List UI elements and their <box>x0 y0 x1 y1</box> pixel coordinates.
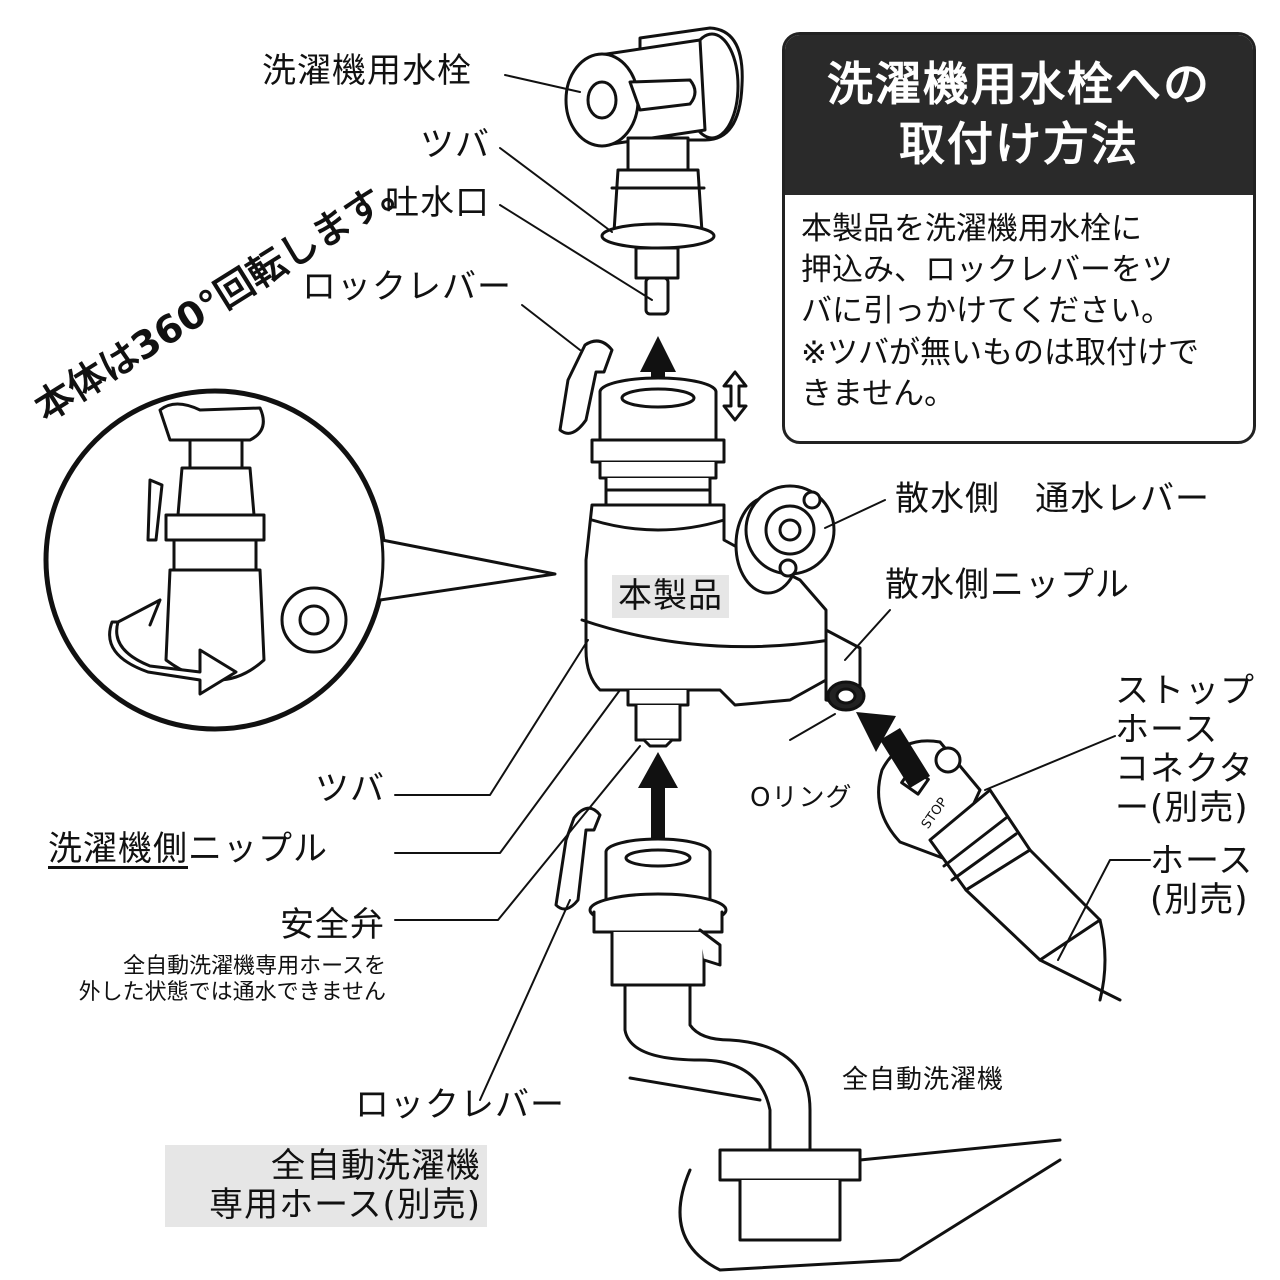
instructions-line: ※ツバが無いものは取付けで <box>801 334 1199 371</box>
washer-hose-coupler <box>554 806 862 1242</box>
hose-label-line: (別売) <box>1150 880 1249 921</box>
instructions-title-line2: 取付け方法 <box>899 117 1139 171</box>
spout-label: 吐水口 <box>385 183 490 223</box>
o-ring-label: Oリング <box>750 783 853 813</box>
safety-valve-label: 安全弁 <box>280 905 385 945</box>
stop-connector-label: ストップ ホース コネクタ ー(別売) <box>1115 671 1255 829</box>
slide-double-arrow <box>722 370 748 422</box>
product-body <box>558 339 866 748</box>
washer-side-suffix: ニップル <box>188 829 328 869</box>
hose-label-line: ホース <box>1150 841 1254 881</box>
washer-label: 全自動洗濯機 <box>842 1065 1005 1095</box>
dedicated-hose-line: 専用ホース(別売) <box>209 1185 481 1226</box>
stop-connector-line: ストップ <box>1115 671 1255 711</box>
washing-machine-faucet <box>564 26 744 316</box>
stop-connector-line: ー(別売) <box>1115 788 1249 829</box>
instructions-text: 本製品を洗濯機用水栓に 押込み、ロックレバーをツ バに引っかけてください。 ※ツ… <box>785 195 1253 415</box>
dedicated-hose-line: 全自動洗濯機 <box>271 1146 481 1186</box>
instructions-line: きません。 <box>801 375 956 412</box>
washing-machine-top <box>628 1076 1062 1272</box>
dedicated-hose-label: 全自動洗濯機 専用ホース(別売) <box>165 1145 487 1228</box>
washer-side-label: 洗濯機側 <box>48 829 188 869</box>
connector-arrow <box>856 712 930 788</box>
safety-note: 全自動洗濯機専用ホースを 外した状態では通水できません <box>46 954 386 1007</box>
instructions-line: バに引っかけてください。 <box>801 293 1173 330</box>
instructions-line: 本製品を洗濯機用水栓に <box>801 211 1142 247</box>
stop-connector-line: コネクタ <box>1115 749 1254 790</box>
faucet-label: 洗濯機用水栓 <box>262 51 472 91</box>
rotation-detail-circle <box>43 388 557 732</box>
lock-lever-bottom-label: ロックレバー <box>355 1085 565 1125</box>
washer-side-nipple-label: 洗濯機側ニップル <box>48 829 328 869</box>
flange-bottom-label: ツバ <box>315 769 385 809</box>
sprinkler-lever-label: 散水側 通水レバー <box>895 479 1210 519</box>
up-arrow-bottom <box>638 752 678 855</box>
lock-lever-top-label: ロックレバー <box>302 267 512 307</box>
stop-connector-line: ホース <box>1115 710 1219 751</box>
safety-note-line: 外した状態では通水できません <box>78 980 386 1006</box>
sprinkler-nipple-label: 散水側ニップル <box>885 565 1130 605</box>
instructions-line: 押込み、ロックレバーをツ <box>801 252 1173 289</box>
instructions-title-line1: 洗濯機用水栓への <box>827 57 1211 112</box>
safety-note-line: 全自動洗濯機専用ホースを <box>123 954 386 979</box>
instructions-panel: 洗濯機用水栓への 取付け方法 本製品を洗濯機用水栓に 押込み、ロックレバーをツ … <box>782 32 1256 444</box>
product-label: 本製品 <box>612 575 729 619</box>
hose-label: ホース (別売) <box>1150 841 1254 921</box>
instructions-title: 洗濯機用水栓への 取付け方法 <box>785 35 1253 195</box>
flange-top-label: ツバ <box>420 125 490 165</box>
